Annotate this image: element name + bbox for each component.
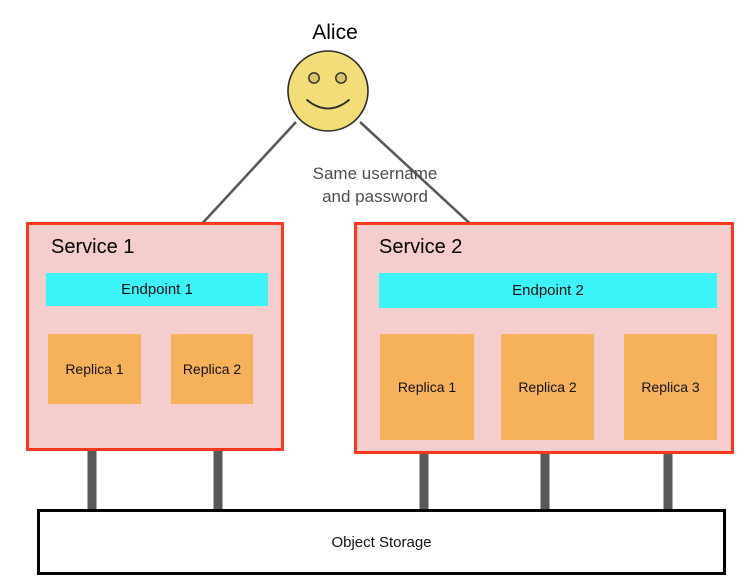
service-1-replica-1[interactable]: Replica 1 — [48, 334, 141, 404]
smiley-eye-left — [308, 72, 320, 84]
endpoint-1-node[interactable]: Endpoint 1 — [46, 273, 268, 306]
connection-caption-line-2: and password — [322, 187, 428, 206]
service-box-1[interactable]: Service 1 Endpoint 1 Replica 1 Replica 2 — [26, 222, 284, 451]
service-2-replica-1[interactable]: Replica 1 — [380, 334, 474, 440]
smiley-face-icon — [287, 50, 369, 132]
smiley-eye-right — [335, 72, 347, 84]
smiley-mouth — [306, 99, 350, 110]
object-storage-node[interactable]: Object Storage — [37, 509, 726, 575]
service-1-replica-2[interactable]: Replica 2 — [171, 334, 253, 404]
service-2-title: Service 2 — [379, 236, 463, 258]
actor-label-alice: Alice — [312, 21, 358, 44]
connection-caption: Same username and password — [250, 162, 500, 208]
service-1-title: Service 1 — [51, 236, 135, 258]
endpoint-2-node[interactable]: Endpoint 2 — [379, 273, 717, 308]
service-box-2[interactable]: Service 2 Endpoint 2 Replica 1 Replica 2… — [354, 222, 734, 454]
connection-caption-line-1: Same username — [312, 164, 438, 183]
service-2-replica-3[interactable]: Replica 3 — [624, 334, 717, 440]
service-2-replica-2[interactable]: Replica 2 — [501, 334, 594, 440]
